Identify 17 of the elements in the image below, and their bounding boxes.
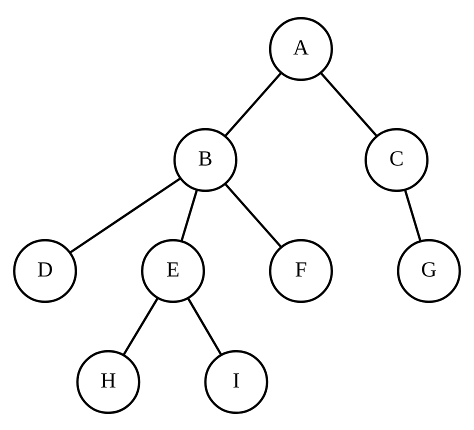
connector bbox=[224, 182, 282, 248]
node-circle: I bbox=[204, 350, 268, 414]
connector bbox=[404, 189, 422, 241]
connector bbox=[69, 176, 181, 254]
node-circle: E bbox=[141, 238, 206, 302]
connector bbox=[122, 297, 159, 356]
node-circle: G bbox=[396, 238, 461, 302]
node-circle: D bbox=[13, 238, 78, 302]
node-circle: F bbox=[268, 238, 333, 302]
node-circle: A bbox=[268, 16, 333, 80]
connector bbox=[180, 189, 198, 241]
connector bbox=[224, 72, 282, 136]
connector bbox=[187, 297, 222, 354]
node-circle: C bbox=[364, 128, 429, 192]
node-circle: B bbox=[173, 128, 238, 192]
node-circle: H bbox=[76, 350, 140, 414]
connector bbox=[320, 72, 378, 136]
